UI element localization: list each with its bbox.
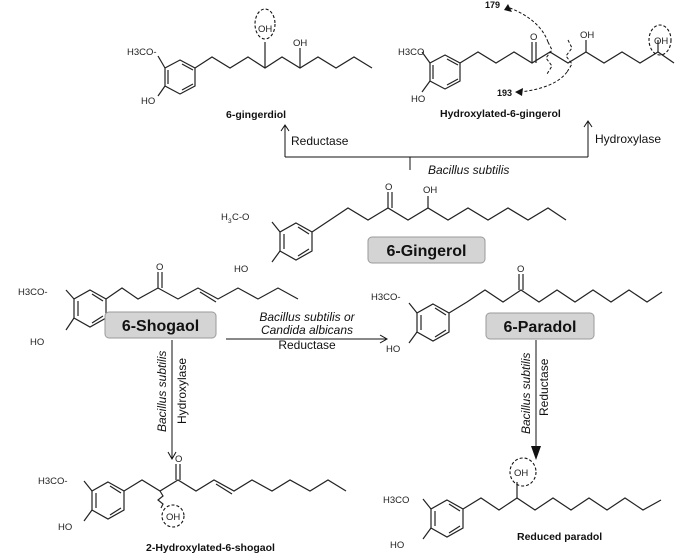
oh-label: OH: [166, 512, 180, 523]
hydroxyl-highlight: [509, 457, 537, 487]
molecule-paradol: O H3CO- HO 6-Paradol: [371, 264, 663, 355]
ho-label: HO: [58, 522, 72, 533]
ketone-o-label: O: [156, 262, 163, 273]
molecule-hydroxylated-gingerol: O OH OH H3CO HO 179 193 Hydroxylated-6-g…: [398, 0, 675, 120]
molecule-reduced-paradol: OH H3CO HO Reduced paradol: [383, 457, 662, 551]
fragment-179: 179: [485, 0, 500, 10]
ho-label: HO: [30, 337, 44, 348]
ho-label: HO: [386, 344, 400, 355]
hydroxylated-shogaol-caption: 2-Hydroxylated-6-shogaol: [146, 542, 275, 554]
top-left-enzyme-label: Reductase: [291, 134, 349, 148]
oh-label: OH: [514, 468, 528, 479]
ho-label: HO: [390, 540, 404, 551]
right-down-enzyme-label: Reductase: [537, 358, 551, 416]
ketone-o-label: O: [530, 32, 537, 43]
ketone-o-label: O: [175, 454, 182, 465]
methoxy-co-label: C-O: [232, 212, 249, 223]
oh-label: OH: [423, 185, 437, 196]
fragment-arrow: [509, 7, 549, 43]
ketone-o-label: O: [517, 264, 524, 275]
hydroxyl-highlight: [648, 24, 672, 56]
oh-label: OH: [258, 24, 272, 35]
ketone-o-label: O: [385, 182, 392, 193]
mid-enzyme-label: Reductase: [278, 338, 336, 352]
top-right-enzyme-label: Hydroxylase: [595, 132, 661, 146]
right-down-organism-label: Bacillus subtilis: [519, 353, 533, 434]
cleavage-mark: [565, 39, 573, 73]
mid-organism-line2: Candida albicans: [261, 323, 353, 337]
top-reaction: Bacillus subtilis Reductase Hydroxylase: [280, 120, 661, 177]
reduced-paradol-caption: Reduced paradol: [517, 531, 602, 543]
methoxy-h-label: H: [221, 212, 228, 223]
right-down-reaction: Bacillus subtilis Reductase: [519, 340, 551, 460]
gingerol-caption: 6-Gingerol: [386, 243, 466, 260]
methoxy-label: H3CO-: [371, 292, 401, 303]
molecule-shogaol: O H3CO- HO 6-Shogaol: [18, 262, 299, 348]
left-down-enzyme-label: Hydroxylase: [175, 358, 189, 424]
mid-organism-line1: Bacillus subtilis or: [259, 310, 355, 324]
shogaol-caption: 6-Shogaol: [122, 318, 199, 335]
molecule-hydroxylated-shogaol: OH O H3CO- HO 2-Hydroxylated-6-shogaol: [38, 454, 347, 554]
left-down-organism-label: Bacillus subtilis: [155, 351, 169, 432]
methoxy-label: H3CO: [383, 495, 409, 506]
fragment-arrow: [519, 71, 568, 93]
gingerol-label-box: [367, 236, 486, 264]
oh-label: OH: [654, 36, 668, 47]
paradol-caption: 6-Paradol: [504, 319, 577, 336]
paradol-label-box: [485, 312, 595, 340]
top-organism-label: Bacillus subtilis: [428, 163, 509, 177]
methoxy-subscript: 3: [228, 218, 232, 225]
ho-label: HO: [234, 264, 248, 275]
methoxy-label: H3CO-: [38, 476, 68, 487]
molecule-gingerol: O OH H 3 C-O HO 6-Gingerol: [221, 182, 567, 275]
fragment-193: 193: [497, 88, 512, 98]
hydroxyl-highlight: [254, 8, 276, 40]
left-down-reaction: Bacillus subtilis Hydroxylase: [155, 340, 189, 461]
methoxy-label: H3CO: [398, 47, 424, 58]
methoxy-label: H3CO-: [18, 287, 48, 298]
oh-label: OH: [293, 38, 307, 49]
shogaol-label-box: [104, 311, 217, 339]
molecule-gingerdiol: OH OH H3CO- HO 6-gingerdiol: [127, 8, 373, 121]
ho-label: HO: [141, 96, 155, 107]
middle-reaction: Bacillus subtilis or Candida albicans Re…: [226, 310, 389, 352]
cleavage-mark: [545, 41, 553, 75]
methoxy-label: H3CO-: [127, 47, 157, 58]
oh-label: OH: [580, 30, 594, 41]
hydroxyl-highlight: [161, 504, 185, 528]
ho-label: HO: [411, 94, 425, 105]
hydroxylated-gingerol-caption: Hydroxylated-6-gingerol: [440, 108, 561, 120]
gingerdiol-caption: 6-gingerdiol: [226, 109, 286, 121]
